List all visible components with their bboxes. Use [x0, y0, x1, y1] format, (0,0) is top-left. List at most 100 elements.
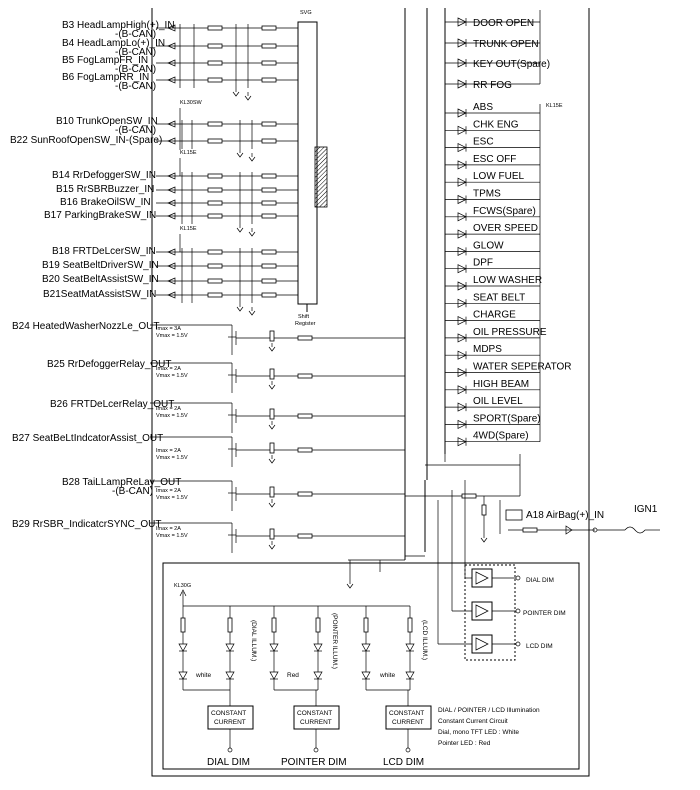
shift-register: SVG Shift Register — [295, 10, 328, 327]
input-b14: B14 RrDefoggerSW_IN — [52, 170, 156, 181]
indicator-label: GLOW — [473, 240, 504, 251]
illum-color-white-1: white — [195, 672, 212, 679]
dim-out-dial: DIAL DIM — [526, 577, 554, 584]
output-labels: B24 HeatedWasherNozzLe_OUT B25 RrDefogge… — [12, 321, 181, 530]
input-b3-sub: -(B-CAN) — [115, 29, 156, 40]
output-ratings: Imax = 3A Vmax = 1.5V Imax = 2A Vmax = 1… — [156, 326, 188, 539]
pointer-illum-label: (POINTER ILLUM.) — [331, 613, 338, 669]
input-b6-sub: -(B-CAN) — [115, 81, 156, 92]
b27-imax: Imax = 2A — [156, 448, 181, 454]
b25-imax: Imax = 2A — [156, 366, 181, 372]
input-b10: B10 TrunkOpenSW_IN — [56, 116, 158, 127]
ind-trunk-open: TRUNK OPEN — [473, 39, 539, 50]
illum-color-white-2: white — [379, 672, 396, 679]
enclosure — [151, 8, 590, 777]
dim-out-lcd: LCD DIM — [526, 643, 553, 650]
indicator-label: 4WD(Spare) — [473, 431, 529, 442]
output-b24: B24 HeatedWasherNozzLe_OUT — [12, 321, 159, 332]
indicator-label: ABS — [473, 102, 493, 113]
illum-color-red: Red — [287, 672, 299, 679]
b29-imax: Imax = 2A — [156, 526, 181, 532]
input-wiring — [156, 24, 298, 316]
input-b4-sub: -(B-CAN) — [115, 47, 156, 58]
indicator-label: CHARGE — [473, 310, 516, 321]
b28-imax: Imax = 2A — [156, 488, 181, 494]
indicator-label: MDPS — [473, 344, 502, 355]
svg-text:CONSTANT: CONSTANT — [297, 710, 332, 717]
supply-kl30sw: KL30SW — [180, 100, 203, 106]
indicator-supply-label: KL15E — [546, 103, 563, 109]
input-b5-sub: -(B-CAN) — [115, 64, 156, 75]
svg-text:CURRENT: CURRENT — [214, 719, 246, 726]
indicator-label: OIL LEVEL — [473, 396, 523, 407]
shift-label-2: Register — [295, 321, 316, 327]
input-b6: B6 FogLampRR_IN — [62, 72, 149, 83]
input-b21: B21SeatMatAssistSW_IN — [43, 289, 156, 300]
indicator-label: HIGH BEAM — [473, 379, 529, 390]
input-b17: B17 ParkingBrakeSW_IN — [44, 210, 156, 221]
ind-rr-fog: RR FOG — [473, 80, 512, 91]
airbag-wiring — [405, 493, 660, 543]
kl30g-label: KL30G — [174, 583, 191, 589]
b24-vmax: Vmax = 1.5V — [156, 333, 188, 339]
input-b15: B15 RrSBRBuzzer_IN — [56, 184, 154, 195]
output-b29: B29 RrSBR_IndicatcrSYNC_OUT — [12, 519, 162, 530]
output-b28: B28 TaiLLampReLay_OUT — [62, 477, 181, 488]
indicator-label: LOW FUEL — [473, 171, 525, 182]
input-b16: B16 BrakeOilSW_IN — [60, 197, 151, 208]
desc-line-4: Pointer LED : Red — [438, 740, 491, 747]
illum-wiring — [178, 589, 415, 753]
desc-line-2: Constant Current Circuit — [438, 718, 508, 725]
input-b22: B22 SunRoofOpenSW_IN-(Spare) — [10, 135, 162, 146]
dim-wiring — [346, 480, 521, 661]
indicator-labels-top: DOOR OPEN TRUNK OPEN KEY OUT(Spare) RR F… — [473, 18, 550, 91]
bottom-dial-dim: DIAL DIM — [207, 757, 250, 768]
indicator-wiring — [425, 10, 541, 496]
output-b27: B27 SeatBeLtIndcatorAssist_OUT — [12, 433, 163, 444]
indicator-label: FCWS(Spare) — [473, 206, 536, 217]
input-b19: B19 SeatBeltDriverSW_IN — [42, 260, 159, 271]
indicator-label: DPF — [473, 258, 493, 269]
dial-illum-label: (DIAL ILLUM.) — [250, 620, 257, 661]
dim-out-pointer: POINTER DIM — [523, 610, 566, 617]
svg-text:CONSTANT: CONSTANT — [211, 710, 246, 717]
cc-box-pointer: CONSTANT CURRENT — [293, 705, 340, 730]
indicator-label: ESC — [473, 137, 494, 148]
svg-text:CURRENT: CURRENT — [392, 719, 424, 726]
indicator-label: OIL PRESSURE — [473, 327, 547, 338]
description: DIAL / POINTER / LCD Illumination Consta… — [438, 707, 540, 747]
ign-label: IGN1 — [634, 504, 658, 515]
supply-kl15e-2: KL15E — [180, 226, 197, 232]
b26-vmax: Vmax = 1.5V — [156, 413, 188, 419]
cc-box-lcd: CONSTANT CURRENT — [385, 705, 432, 730]
indicator-label: TPMS — [473, 189, 501, 200]
output-b25: B25 RrDefoggerRelay_OUT — [47, 359, 172, 370]
b24-imax: Imax = 3A — [156, 326, 181, 332]
b26-imax: Imax = 2A — [156, 406, 181, 412]
indicator-label: LOW WASHER — [473, 275, 542, 286]
input-b4: B4 HeadLampLo(+)_IN — [62, 38, 165, 49]
output-wiring — [150, 324, 405, 553]
lcd-illum-label: (LCD ILLUM.) — [421, 620, 428, 660]
input-b3: B3 HeadLampHigh(+)_IN — [62, 20, 175, 31]
ind-door-open: DOOR OPEN — [473, 18, 534, 29]
input-b18: B18 FRTDeLcerSW_IN — [52, 246, 156, 257]
input-b5: B5 FogLampFR_IN — [62, 55, 148, 66]
indicator-label: WATER SEPERATOR — [473, 362, 572, 373]
svg-text:CURRENT: CURRENT — [300, 719, 332, 726]
desc-line-1: DIAL / POINTER / LCD Illumination — [438, 707, 540, 714]
bottom-pointer-dim: POINTER DIM — [281, 757, 347, 768]
indicator-label: CHK ENG — [473, 119, 519, 130]
input-labels: B3 HeadLampHigh(+)_IN -(B-CAN) B4 HeadLa… — [10, 20, 175, 300]
indicator-label: SEAT BELT — [473, 292, 525, 303]
b27-vmax: Vmax = 1.5V — [156, 455, 188, 461]
input-b10-sub: -(B-CAN) — [115, 125, 156, 136]
b29-vmax: Vmax = 1.5V — [156, 533, 188, 539]
b25-vmax: Vmax = 1.5V — [156, 373, 188, 379]
svg-label: SVG — [300, 10, 312, 16]
airbag-label: A18 AirBag(+)_IN — [526, 510, 604, 521]
indicator-label: OVER SPEED — [473, 223, 538, 234]
b28-vmax: Vmax = 1.5V — [156, 495, 188, 501]
indicator-label: SPORT(Spare) — [473, 413, 541, 424]
